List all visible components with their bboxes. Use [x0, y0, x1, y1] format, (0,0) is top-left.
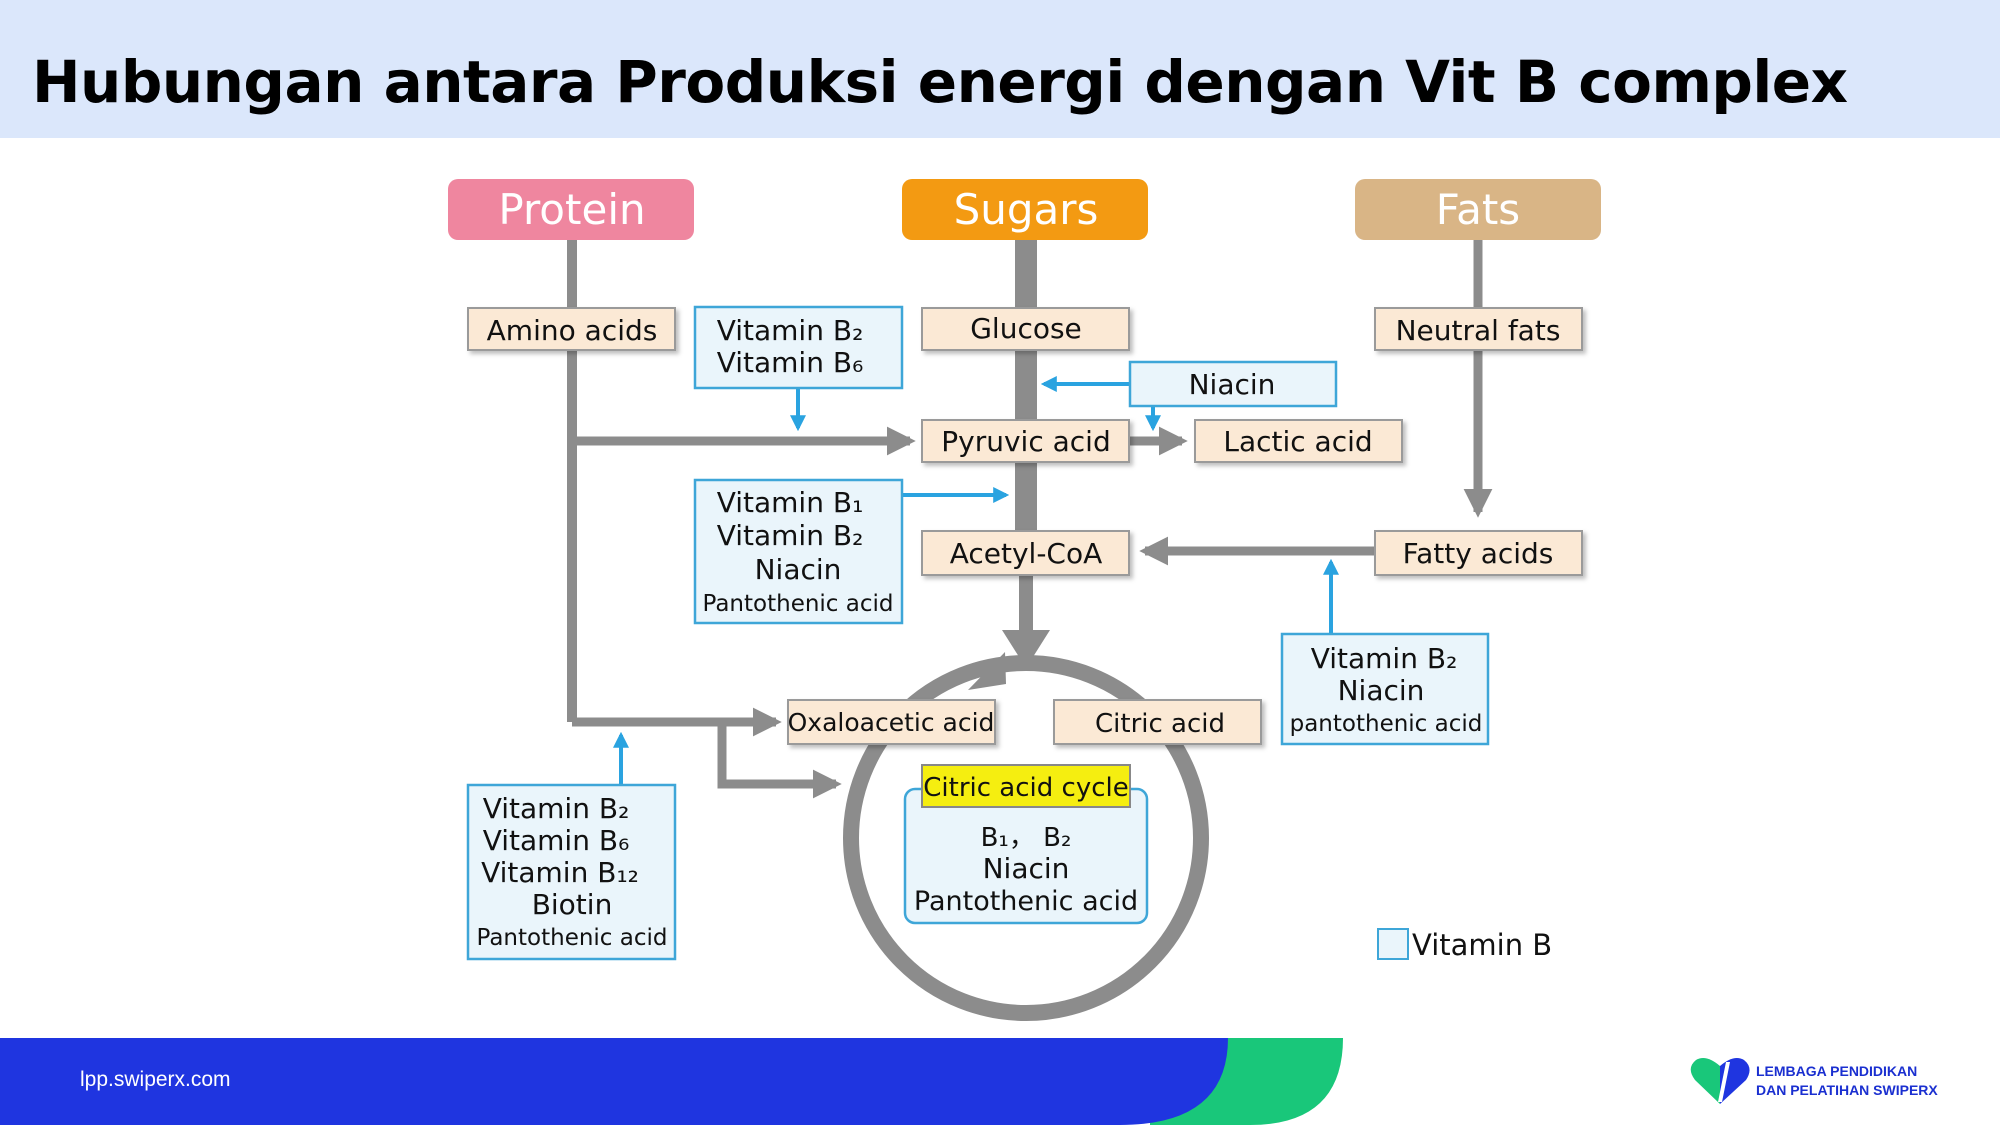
neutral-fats-label: Neutral fats: [1396, 314, 1561, 347]
vitamin-amino-line-2: Vitamin B₆: [483, 824, 630, 857]
amino-to-cycle: [717, 722, 842, 799]
sugars-box: [902, 179, 1148, 240]
vitamin-amino-line-4: Biotin: [532, 888, 613, 921]
vitamin-amino-line-3: Vitamin B₁₂: [481, 856, 639, 889]
legend-label: Vitamin B: [1412, 928, 1552, 962]
legend-swatch: [1377, 928, 1409, 960]
logo-text: LEMBAGA PENDIDIKAN DAN PELATIHAN SWIPERX: [1756, 1062, 1938, 1100]
amino-acids-box: [467, 307, 676, 351]
vitamin-glycolysis-line-1: Vitamin B₂: [717, 314, 864, 347]
protein-label: Protein: [498, 185, 645, 234]
citric-acid-label: Citric acid: [1095, 709, 1225, 739]
vitamin-box-amino: [466, 783, 677, 961]
vitamin-fatty-line-1: Vitamin B₂: [1311, 642, 1458, 675]
vitamin-box-lactate: [1128, 360, 1338, 408]
pyruvic-acid-box: [921, 419, 1130, 463]
vitamin-glycolysis-line-2: Vitamin B₆: [717, 346, 864, 379]
lpp-logo: LEMBAGA PENDIDIKAN DAN PELATIHAN SWIPERX: [1690, 1054, 1990, 1108]
oxaloacetic-acid-label: Oxaloacetic acid: [788, 708, 995, 737]
lactic-acid-box: [1194, 419, 1403, 463]
vitamin-amino-line-5: Pantothenic acid: [477, 925, 668, 951]
citric-acid-cycle-label-box: [921, 764, 1131, 808]
vitamin-cycle-line-3: Pantothenic acid: [914, 886, 1138, 917]
pyruvic-acid-label: Pyruvic acid: [941, 425, 1110, 458]
vitamin-box-fatty-oxidation: [1280, 632, 1490, 746]
vitamin-pdh-line-4: Pantothenic acid: [703, 591, 894, 617]
logo-line-2: DAN PELATIHAN SWIPERX: [1756, 1082, 1938, 1098]
logo-line-1: LEMBAGA PENDIDIKAN: [1756, 1063, 1918, 1079]
footer-blue-band: [0, 1038, 1228, 1125]
vitamin-lactate-line-1: Niacin: [1189, 368, 1276, 401]
amino-acids-label: Amino acids: [487, 314, 658, 347]
acetyl-coa-box: [921, 530, 1130, 576]
vitamin-pdh-line-3: Niacin: [755, 553, 842, 586]
vitamin-cycle-line-1: B₁， B₂: [981, 823, 1072, 853]
glucose-label: Glucose: [970, 312, 1082, 345]
vitamin-pdh-line-1: Vitamin B₁: [717, 486, 864, 519]
vitamin-box-glycolysis: [693, 305, 904, 390]
citric-acid-cycle-ring: [843, 655, 1209, 1021]
fats-box: [1355, 179, 1601, 240]
header-banner: [0, 0, 2000, 138]
vitamin-fatty-line-2: Niacin: [1338, 674, 1425, 707]
glucose-box: [921, 307, 1130, 351]
acetyl-coa-label: Acetyl-CoA: [950, 537, 1103, 570]
heart-logo-icon: [1690, 1058, 1750, 1104]
fatty-acids-box: [1374, 530, 1583, 576]
citric-acid-box: [1053, 699, 1262, 745]
page-title: Hubungan antara Produksi energi dengan V…: [32, 48, 1848, 116]
cycle-arrowhead: [968, 652, 1006, 690]
sugars-label: Sugars: [954, 185, 1099, 234]
protein-box: [448, 179, 694, 240]
vitamin-box-pdh: [693, 478, 904, 625]
vitamin-amino-line-1: Vitamin B₂: [483, 792, 630, 825]
lactic-acid-label: Lactic acid: [1223, 425, 1372, 458]
neutral-fats-box: [1374, 307, 1583, 351]
vitamin-fatty-line-3: pantothenic acid: [1290, 711, 1483, 737]
fatty-acids-label: Fatty acids: [1403, 537, 1554, 570]
footer-url[interactable]: lpp.swiperx.com: [80, 1068, 231, 1091]
acetyl-arrowhead: [1002, 630, 1050, 668]
vitamin-cycle-line-2: Niacin: [983, 852, 1070, 885]
oxaloacetic-acid-box: [787, 699, 996, 745]
vitamin-pdh-line-2: Vitamin B₂: [717, 519, 864, 552]
fats-label: Fats: [1436, 185, 1520, 234]
citric-acid-cycle-label: Citric acid cycle: [923, 773, 1128, 803]
